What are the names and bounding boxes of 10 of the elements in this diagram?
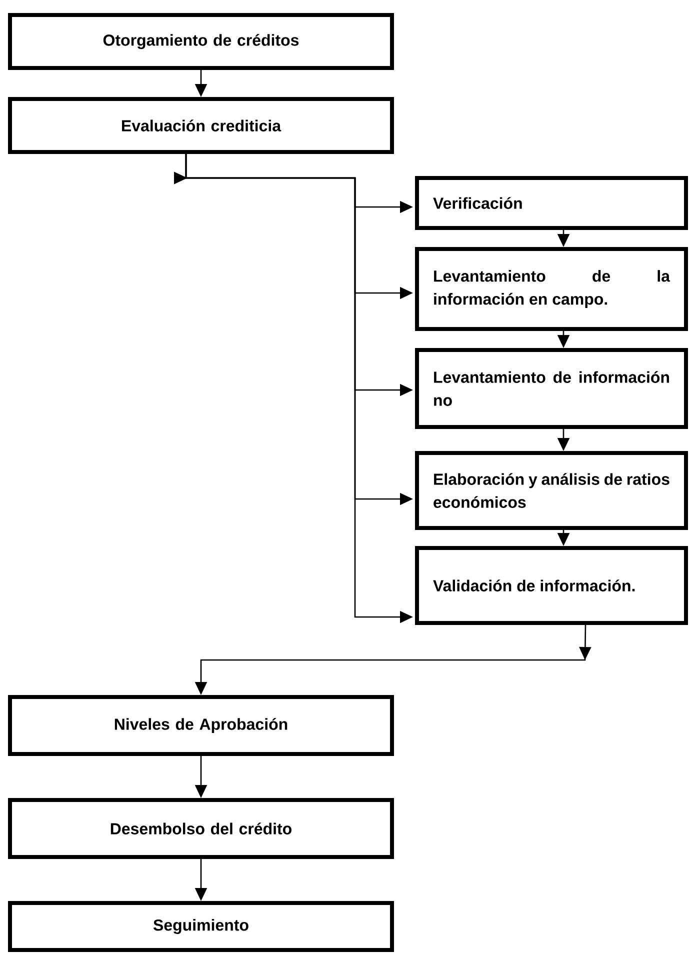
process-box: Levantamiento de la información en campo. — [415, 247, 688, 331]
process-box: Otorgamiento de créditos — [8, 13, 394, 70]
process-box: Elaboración y análisis de ratios económicos — [415, 451, 688, 530]
process-box: Levantamiento de información no — [415, 348, 688, 429]
process-box: Desembolso del crédito — [8, 798, 394, 859]
process-box: Seguimiento — [8, 901, 394, 952]
process-box: Validación de información. — [415, 546, 688, 625]
process-box: Niveles de Aprobación — [8, 695, 394, 756]
process-box: Verificación — [415, 176, 688, 230]
process-box: Evaluación crediticia — [8, 97, 394, 154]
